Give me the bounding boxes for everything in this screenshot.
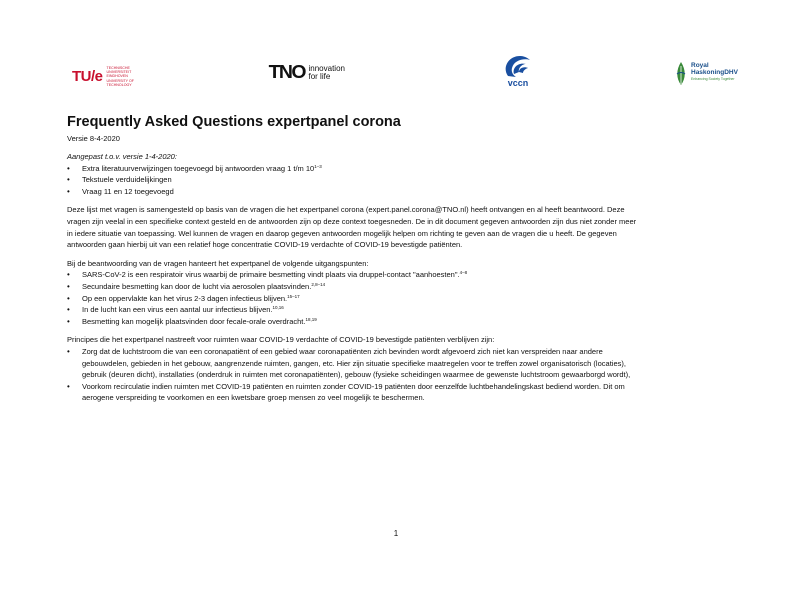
vccn-logo: vccn xyxy=(500,52,536,88)
page-number: 1 xyxy=(393,529,399,538)
document-body: Frequently Asked Questions expertpanel c… xyxy=(67,113,727,404)
rhdhv-tagline: Enhancing Society Together xyxy=(691,77,735,82)
list-item: Besmetting kan mogelijk plaatsvinden doo… xyxy=(67,316,727,328)
principles-heading: Principes die het expertpanel nastreeft … xyxy=(67,335,495,345)
tue-logo-subtitle: Technische Universiteit Eindhoven Univer… xyxy=(106,66,135,87)
tno-tagline-line1: innovation xyxy=(308,63,345,73)
tno-tagline-line2: for life xyxy=(308,71,331,81)
vccn-logo-text: vccn xyxy=(507,78,529,88)
list-item: Secundaire besmetting kan door de lucht … xyxy=(67,281,727,293)
changes-list: Extra literatuurverwijzingen toegevoegd … xyxy=(67,163,727,198)
list-item: Zorg dat de luchtstroom die van een coro… xyxy=(67,346,727,381)
page-title: Frequently Asked Questions expertpanel c… xyxy=(67,114,401,130)
royal-haskoningdhv-logo: Royal HaskoningDHV Enhancing Society Tog… xyxy=(674,60,738,86)
tue-logo-mark: TU/e xyxy=(72,68,103,85)
changes-heading: Aangepast t.o.v. versie 1-4-2020: xyxy=(67,152,177,161)
list-item: Extra literatuurverwijzingen toegevoegd … xyxy=(67,163,727,175)
list-item: Vraag 11 en 12 toegevoegd xyxy=(67,186,727,198)
intro-paragraph: Deze lijst met vragen is samengesteld op… xyxy=(67,205,637,250)
rhdhv-leaf-icon xyxy=(676,62,686,85)
rhdhv-logo-text: Royal HaskoningDHV Enhancing Society Tog… xyxy=(691,63,738,83)
list-item: Tekstuele verduidelijkingen xyxy=(67,174,727,186)
tno-logo-mark: TNO xyxy=(268,62,307,82)
rhdhv-line1: Royal xyxy=(691,62,709,70)
list-item: Voorkom recirculatie indien ruimten met … xyxy=(67,381,727,404)
version-label: Versie 8-4-2020 xyxy=(67,134,120,143)
list-item: In de lucht kan een virus een aantal uur… xyxy=(67,304,727,316)
tue-logo: TU/e Technische Universiteit Eindhoven U… xyxy=(72,66,145,87)
list-item: Op een oppervlakte kan het virus 2-3 dag… xyxy=(67,293,727,305)
tno-logo: TNO innovation for life xyxy=(268,62,345,83)
vccn-swirl-icon xyxy=(505,56,530,77)
principles-list: Zorg dat de luchtstroom die van een coro… xyxy=(67,346,727,404)
logo-bar: TU/e Technische Universiteit Eindhoven U… xyxy=(0,52,792,102)
assumptions-list: SARS-CoV-2 is een respiratoir virus waar… xyxy=(67,269,727,327)
assumptions-heading: Bij de beantwoording van de vragen hante… xyxy=(67,258,369,268)
rhdhv-line2: HaskoningDHV xyxy=(691,68,738,76)
tno-logo-tagline: innovation for life xyxy=(308,63,345,81)
list-item: SARS-CoV-2 is een respiratoir virus waar… xyxy=(67,269,727,281)
